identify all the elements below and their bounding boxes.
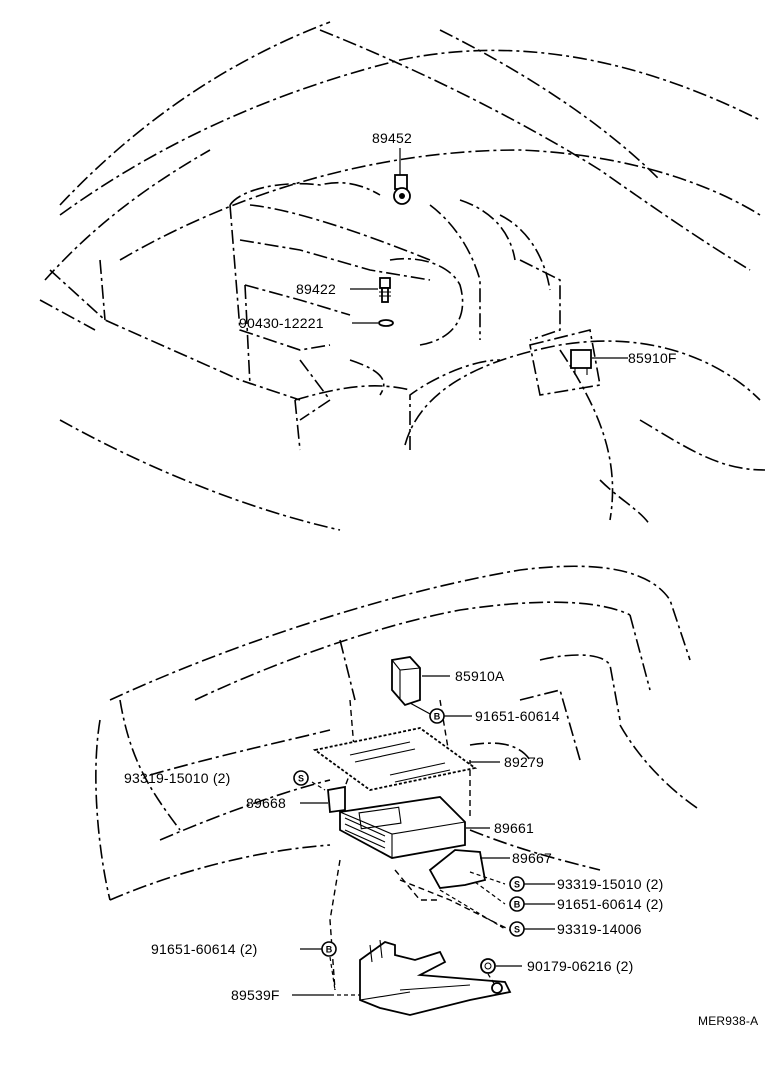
label-93319-15010-a: 93319-15010 (2) [124, 770, 231, 786]
part-89279-cover [312, 727, 500, 791]
svg-text:S: S [298, 774, 304, 784]
right-fastener-leaders [439, 871, 555, 930]
part-89661-ecu [339, 796, 490, 859]
svg-text:S: S [514, 880, 520, 890]
svg-text:B: B [434, 712, 441, 722]
label-85910A: 85910A [455, 668, 505, 684]
symbol-s-marker-a: S [293, 770, 309, 786]
label-90430-12221: 90430-12221 [239, 315, 324, 331]
svg-text:S: S [514, 925, 520, 935]
label-93319-15010-b: 93319-15010 (2) [557, 876, 664, 892]
symbol-s-marker-c: S [509, 921, 525, 937]
part-89422-sensor [350, 277, 391, 303]
svg-text:B: B [514, 900, 521, 910]
part-89452-sensor [393, 148, 411, 205]
label-89539F: 89539F [231, 987, 280, 1003]
part-85910A-relay [391, 656, 450, 707]
label-89279: 89279 [504, 754, 544, 770]
part-91651-bolt-c [300, 948, 336, 991]
part-89667-bracket [428, 849, 510, 889]
label-89452: 89452 [372, 130, 412, 146]
symbol-b-marker-c: B [321, 941, 337, 957]
diagram-code: MER938-A [698, 1014, 758, 1028]
part-91651-bolt-a [409, 702, 472, 717]
part-90430-gasket [352, 319, 394, 327]
part-labels: 89452 89422 90430-12221 85910F 85910A 91… [124, 130, 758, 1028]
label-91651-60614-c: 91651-60614 (2) [151, 941, 258, 957]
label-89422: 89422 [296, 281, 336, 297]
label-89668: 89668 [246, 795, 286, 811]
label-85910F: 85910F [628, 350, 677, 366]
symbol-b-marker-b: B [509, 896, 525, 912]
label-91651-60614-b: 91651-60614 (2) [557, 896, 664, 912]
label-91651-60614-a: 91651-60614 [475, 708, 560, 724]
label-93319-14006: 93319-14006 [557, 921, 642, 937]
part-89539F-bracket [292, 939, 512, 1016]
part-90179-nut [480, 958, 522, 986]
part-89668-bracket [300, 781, 346, 814]
label-89661: 89661 [494, 820, 534, 836]
part-85910F-relay [570, 349, 628, 375]
symbol-s-marker-b: S [509, 876, 525, 892]
svg-text:B: B [326, 945, 333, 955]
label-90179-06216: 90179-06216 (2) [527, 958, 634, 974]
label-89667: 89667 [512, 850, 552, 866]
engine-compartment-illustration [39, 21, 766, 531]
symbol-b-marker-a: B [429, 708, 445, 724]
